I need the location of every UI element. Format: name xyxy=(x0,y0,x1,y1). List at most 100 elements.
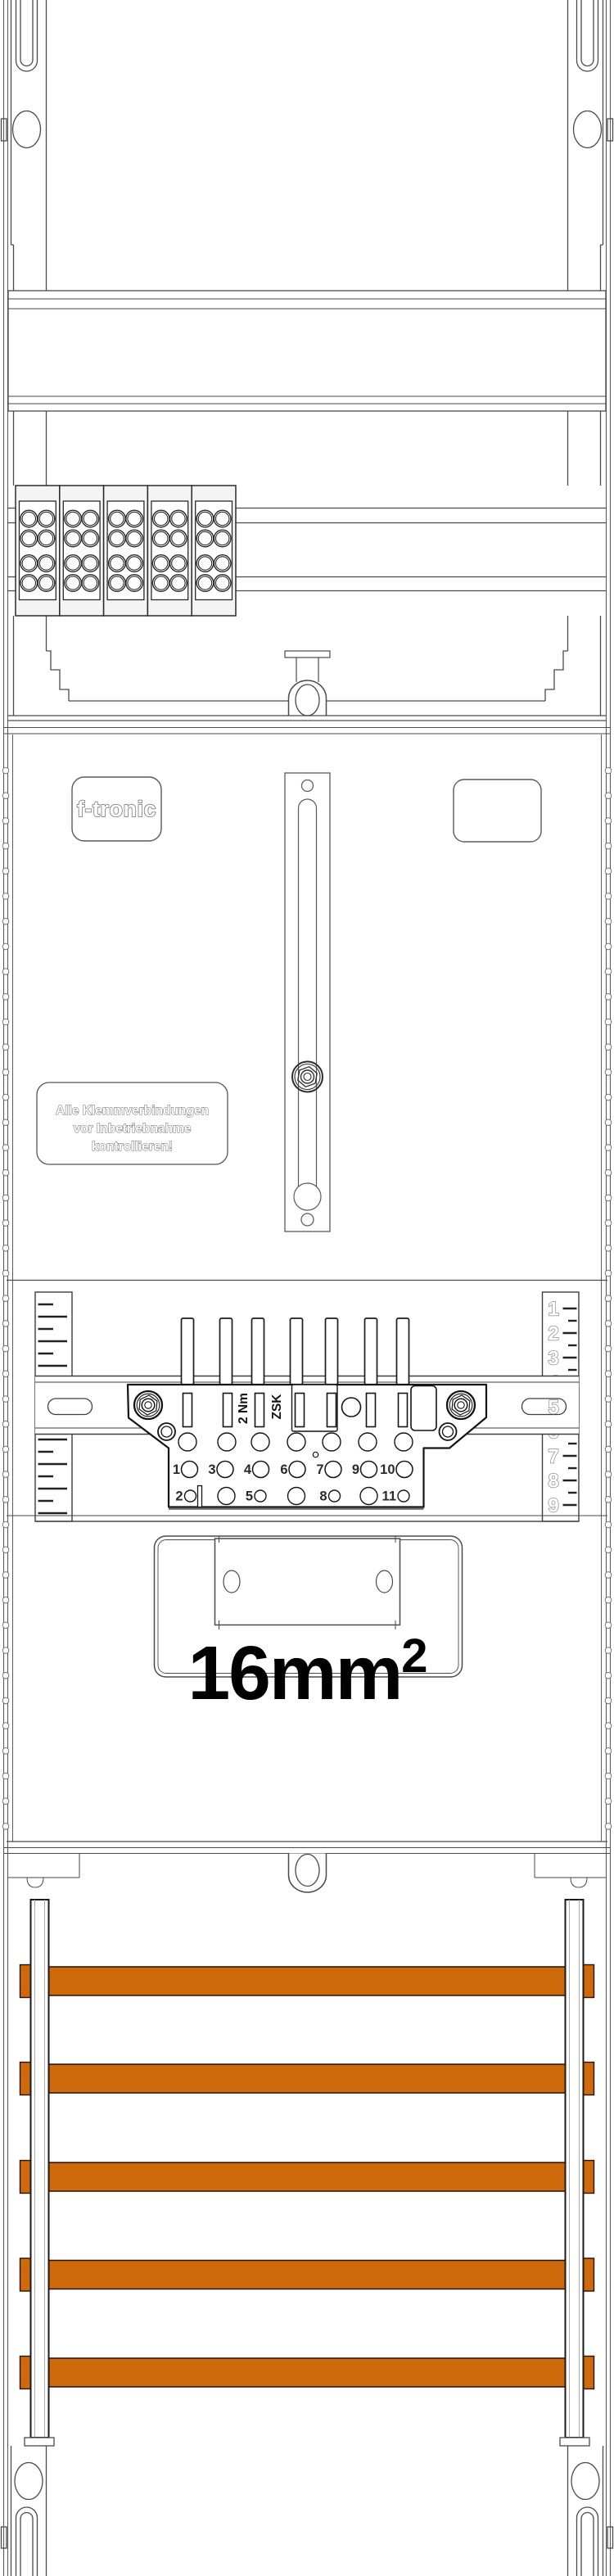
edge-notch xyxy=(604,1370,612,1378)
slide-screw-icon xyxy=(291,1060,323,1093)
edge-notch xyxy=(2,1521,10,1529)
terminal-hole xyxy=(107,554,126,573)
ruler-number: 3 xyxy=(548,1348,558,1370)
edge-notch xyxy=(2,1471,10,1478)
edge-notch xyxy=(2,993,10,1001)
mounting-rail-bottom-right xyxy=(567,2446,614,2576)
edge-notch xyxy=(604,1596,612,1604)
edge-notch xyxy=(2,917,10,925)
terminal-hole xyxy=(216,1460,234,1479)
edge-notch xyxy=(2,1168,10,1177)
edge-notch xyxy=(2,1596,10,1604)
terminal-hole xyxy=(169,574,187,593)
terminal-hole xyxy=(213,529,232,548)
ruler-number: 5 xyxy=(548,1397,558,1419)
rail-slot-left xyxy=(47,1398,93,1416)
terminal-hole xyxy=(37,574,56,593)
edge-notch xyxy=(2,1144,10,1151)
terminal-hole xyxy=(64,554,83,573)
slide-hole-top xyxy=(300,779,314,793)
terminal-blocks-row xyxy=(15,485,237,617)
wire-size-text: 16mm2 xyxy=(187,1629,426,1715)
edge-notch xyxy=(2,792,10,800)
terminal-hole xyxy=(324,1460,342,1479)
edge-notch xyxy=(604,1445,612,1453)
terminal-hole xyxy=(125,574,144,593)
edge-notch xyxy=(604,1797,612,1805)
edge-notch xyxy=(2,1370,10,1378)
warning-line-2: vor Inbetriebnahme xyxy=(74,1122,192,1136)
edge-notch xyxy=(604,1546,612,1553)
terminal-number: 10 xyxy=(380,1462,395,1477)
edge-notch xyxy=(604,1295,612,1302)
mounting-rail-top-left xyxy=(0,0,70,716)
clamp-slots xyxy=(182,1392,409,1428)
edge-notch xyxy=(604,792,612,800)
terminal-hole xyxy=(151,554,170,573)
washer-left xyxy=(157,1422,176,1441)
terminal-hole xyxy=(178,1432,197,1452)
adjustment-slide xyxy=(284,772,331,1232)
u-slot-icon xyxy=(15,0,38,72)
terminal-hole xyxy=(64,529,83,548)
terminal-hole xyxy=(358,1432,377,1452)
edge-notch xyxy=(2,1420,10,1428)
ruler-number: 2 xyxy=(548,1323,558,1345)
edge-notch xyxy=(604,1194,612,1202)
terminal-hole xyxy=(288,1460,306,1479)
comb-pin xyxy=(251,1317,265,1385)
terminal-hole xyxy=(169,529,187,548)
edge-notch xyxy=(604,1144,612,1151)
terminal-hole xyxy=(196,574,214,593)
slide-slot xyxy=(297,798,318,1189)
mounting-rail-bottom-left xyxy=(0,2446,47,2576)
edge-notch xyxy=(604,867,612,875)
type-label: ZSK xyxy=(270,1394,284,1420)
edge-notch xyxy=(2,1018,10,1026)
terminal-hole xyxy=(196,529,214,548)
terminal-hole xyxy=(107,574,126,593)
terminal-hole xyxy=(394,1432,413,1452)
ruler-number: 9 xyxy=(548,1495,558,1517)
terminal-hole xyxy=(217,1486,236,1506)
edge-notch xyxy=(604,1471,612,1478)
block-big-hole xyxy=(341,1397,362,1417)
u-slot-icon xyxy=(15,2506,38,2576)
torque-label: 2 Nm xyxy=(237,1393,251,1424)
ruler-number: 7 xyxy=(548,1446,558,1468)
terminal-hole xyxy=(359,1486,378,1506)
edge-notch xyxy=(604,1093,612,1101)
warning-line-3: kontrollieren! xyxy=(92,1140,173,1154)
terminal-hole xyxy=(151,509,170,528)
bottom-bracket-top-left xyxy=(8,1853,80,1888)
clamp-slot xyxy=(254,1392,265,1428)
terminal-hole xyxy=(81,554,100,573)
edge-notch xyxy=(2,1621,10,1629)
terminal-hole xyxy=(169,554,187,573)
terminal-hole xyxy=(151,574,170,593)
edge-notch xyxy=(604,1671,612,1679)
edge-notch xyxy=(2,1093,10,1101)
label-hole-right xyxy=(375,1570,394,1593)
terminal-hole xyxy=(196,509,214,528)
rail-foot xyxy=(559,2437,590,2447)
terminal-hole xyxy=(251,1460,270,1479)
edge-clip xyxy=(0,118,7,142)
busbars xyxy=(19,1964,595,2390)
edge-notch xyxy=(604,1772,612,1780)
edge-notch xyxy=(604,766,612,775)
edge-notch xyxy=(604,993,612,1001)
terminal-hole xyxy=(217,1432,237,1452)
ruler-number-5: 5 xyxy=(548,1396,560,1420)
edge-clip xyxy=(607,118,614,142)
busbar xyxy=(32,2259,582,2290)
edge-notch xyxy=(2,766,10,775)
edge-notch xyxy=(604,893,612,900)
terminal-hole xyxy=(107,509,126,528)
edge-notch xyxy=(2,1269,10,1277)
terminal-hole xyxy=(81,574,100,593)
terminal-hole xyxy=(125,529,144,548)
terminal-hole xyxy=(20,509,38,528)
label-window xyxy=(214,1538,401,1626)
